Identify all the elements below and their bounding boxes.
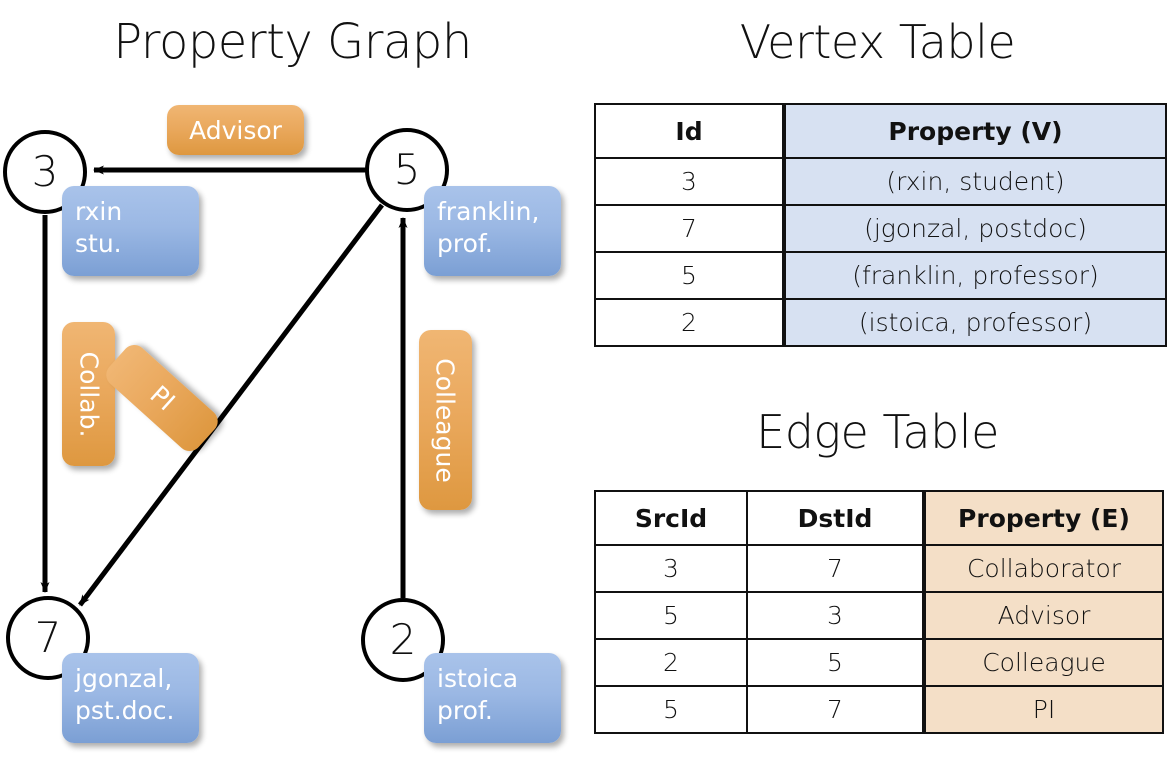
edge-cell-property: Collaborator (922, 544, 1164, 593)
edge-table-header-dstid: DstId (746, 490, 925, 546)
edge-cell-dstid: 7 (746, 685, 925, 734)
vertex-cell-property: (jgonzal, postdoc) (782, 204, 1167, 253)
edge-label-collab: Collab. (62, 322, 115, 466)
table-row: 3 (rxin, student) (594, 157, 1167, 206)
vertex-cell-id: 3 (594, 157, 785, 206)
edge-cell-property: Colleague (922, 638, 1164, 687)
edge-label-pi-text: PI (143, 379, 181, 417)
page-title-vertex-table: Vertex Table (739, 15, 1016, 69)
edge-cell-dstid: 3 (746, 591, 925, 640)
edge-label-advisor-text: Advisor (189, 115, 282, 145)
table-row: 7 (jgonzal, postdoc) (594, 204, 1167, 253)
page-title-edge-table: Edge Table (756, 405, 999, 459)
edge-cell-dstid: 5 (746, 638, 925, 687)
vertex-cell-id: 2 (594, 298, 785, 347)
edge-cell-srcid: 5 (594, 685, 748, 734)
edge-cell-srcid: 3 (594, 544, 748, 593)
vertex-table-header-id: Id (594, 103, 785, 159)
graph-edge-arrows (40, 165, 408, 607)
node-property-box-3: rxin stu. (62, 186, 199, 276)
edge-5-to-7 (78, 203, 384, 607)
table-row: 2 5 Colleague (594, 638, 1164, 687)
node-circle-2[interactable]: 2 (361, 598, 445, 682)
edge-table-header-property: Property (E) (922, 490, 1164, 546)
vertex-table-header-property: Property (V) (782, 103, 1167, 159)
edge-table-header-srcid: SrcId (594, 490, 748, 546)
edge-cell-property: Advisor (922, 591, 1164, 640)
vertex-cell-id: 7 (594, 204, 785, 253)
edge-cell-srcid: 2 (594, 638, 748, 687)
edge-label-colleague: Colleague (419, 330, 472, 510)
node-property-box-7: jgonzal, pst.doc. (62, 653, 199, 743)
edge-table: SrcId DstId Property (E) 3 7 Collaborato… (594, 490, 1164, 734)
vertex-table-header-row: Id Property (V) (594, 103, 1167, 159)
edge-cell-property: PI (922, 685, 1164, 734)
vertex-cell-id: 5 (594, 251, 785, 300)
edge-cell-dstid: 7 (746, 544, 925, 593)
edge-label-colleague-text: Colleague (431, 357, 461, 483)
edge-table-header-row: SrcId DstId Property (E) (594, 490, 1164, 546)
vertex-cell-property: (franklin, professor) (782, 251, 1167, 300)
node-property-box-2: istoica prof. (424, 653, 561, 743)
vertex-table: Id Property (V) 3 (rxin, student) 7 (jgo… (594, 103, 1167, 347)
table-row: 2 (istoica, professor) (594, 298, 1167, 347)
page-title-property-graph: Property Graph (113, 14, 472, 70)
table-row: 3 7 Collaborator (594, 544, 1164, 593)
table-row: 5 (franklin, professor) (594, 251, 1167, 300)
vertex-cell-property: (rxin, student) (782, 157, 1167, 206)
edge-label-collab-text: Collab. (74, 351, 103, 437)
table-row: 5 7 PI (594, 685, 1164, 734)
vertex-cell-property: (istoica, professor) (782, 298, 1167, 347)
node-property-box-5: franklin, prof. (424, 186, 561, 276)
edge-label-advisor: Advisor (167, 105, 304, 155)
table-row: 5 3 Advisor (594, 591, 1164, 640)
property-graph-diagram: 3 5 7 2 rxin stu. franklin, prof. jgonza… (3, 105, 561, 743)
edge-cell-srcid: 5 (594, 591, 748, 640)
node-circle-5[interactable]: 5 (365, 128, 449, 212)
